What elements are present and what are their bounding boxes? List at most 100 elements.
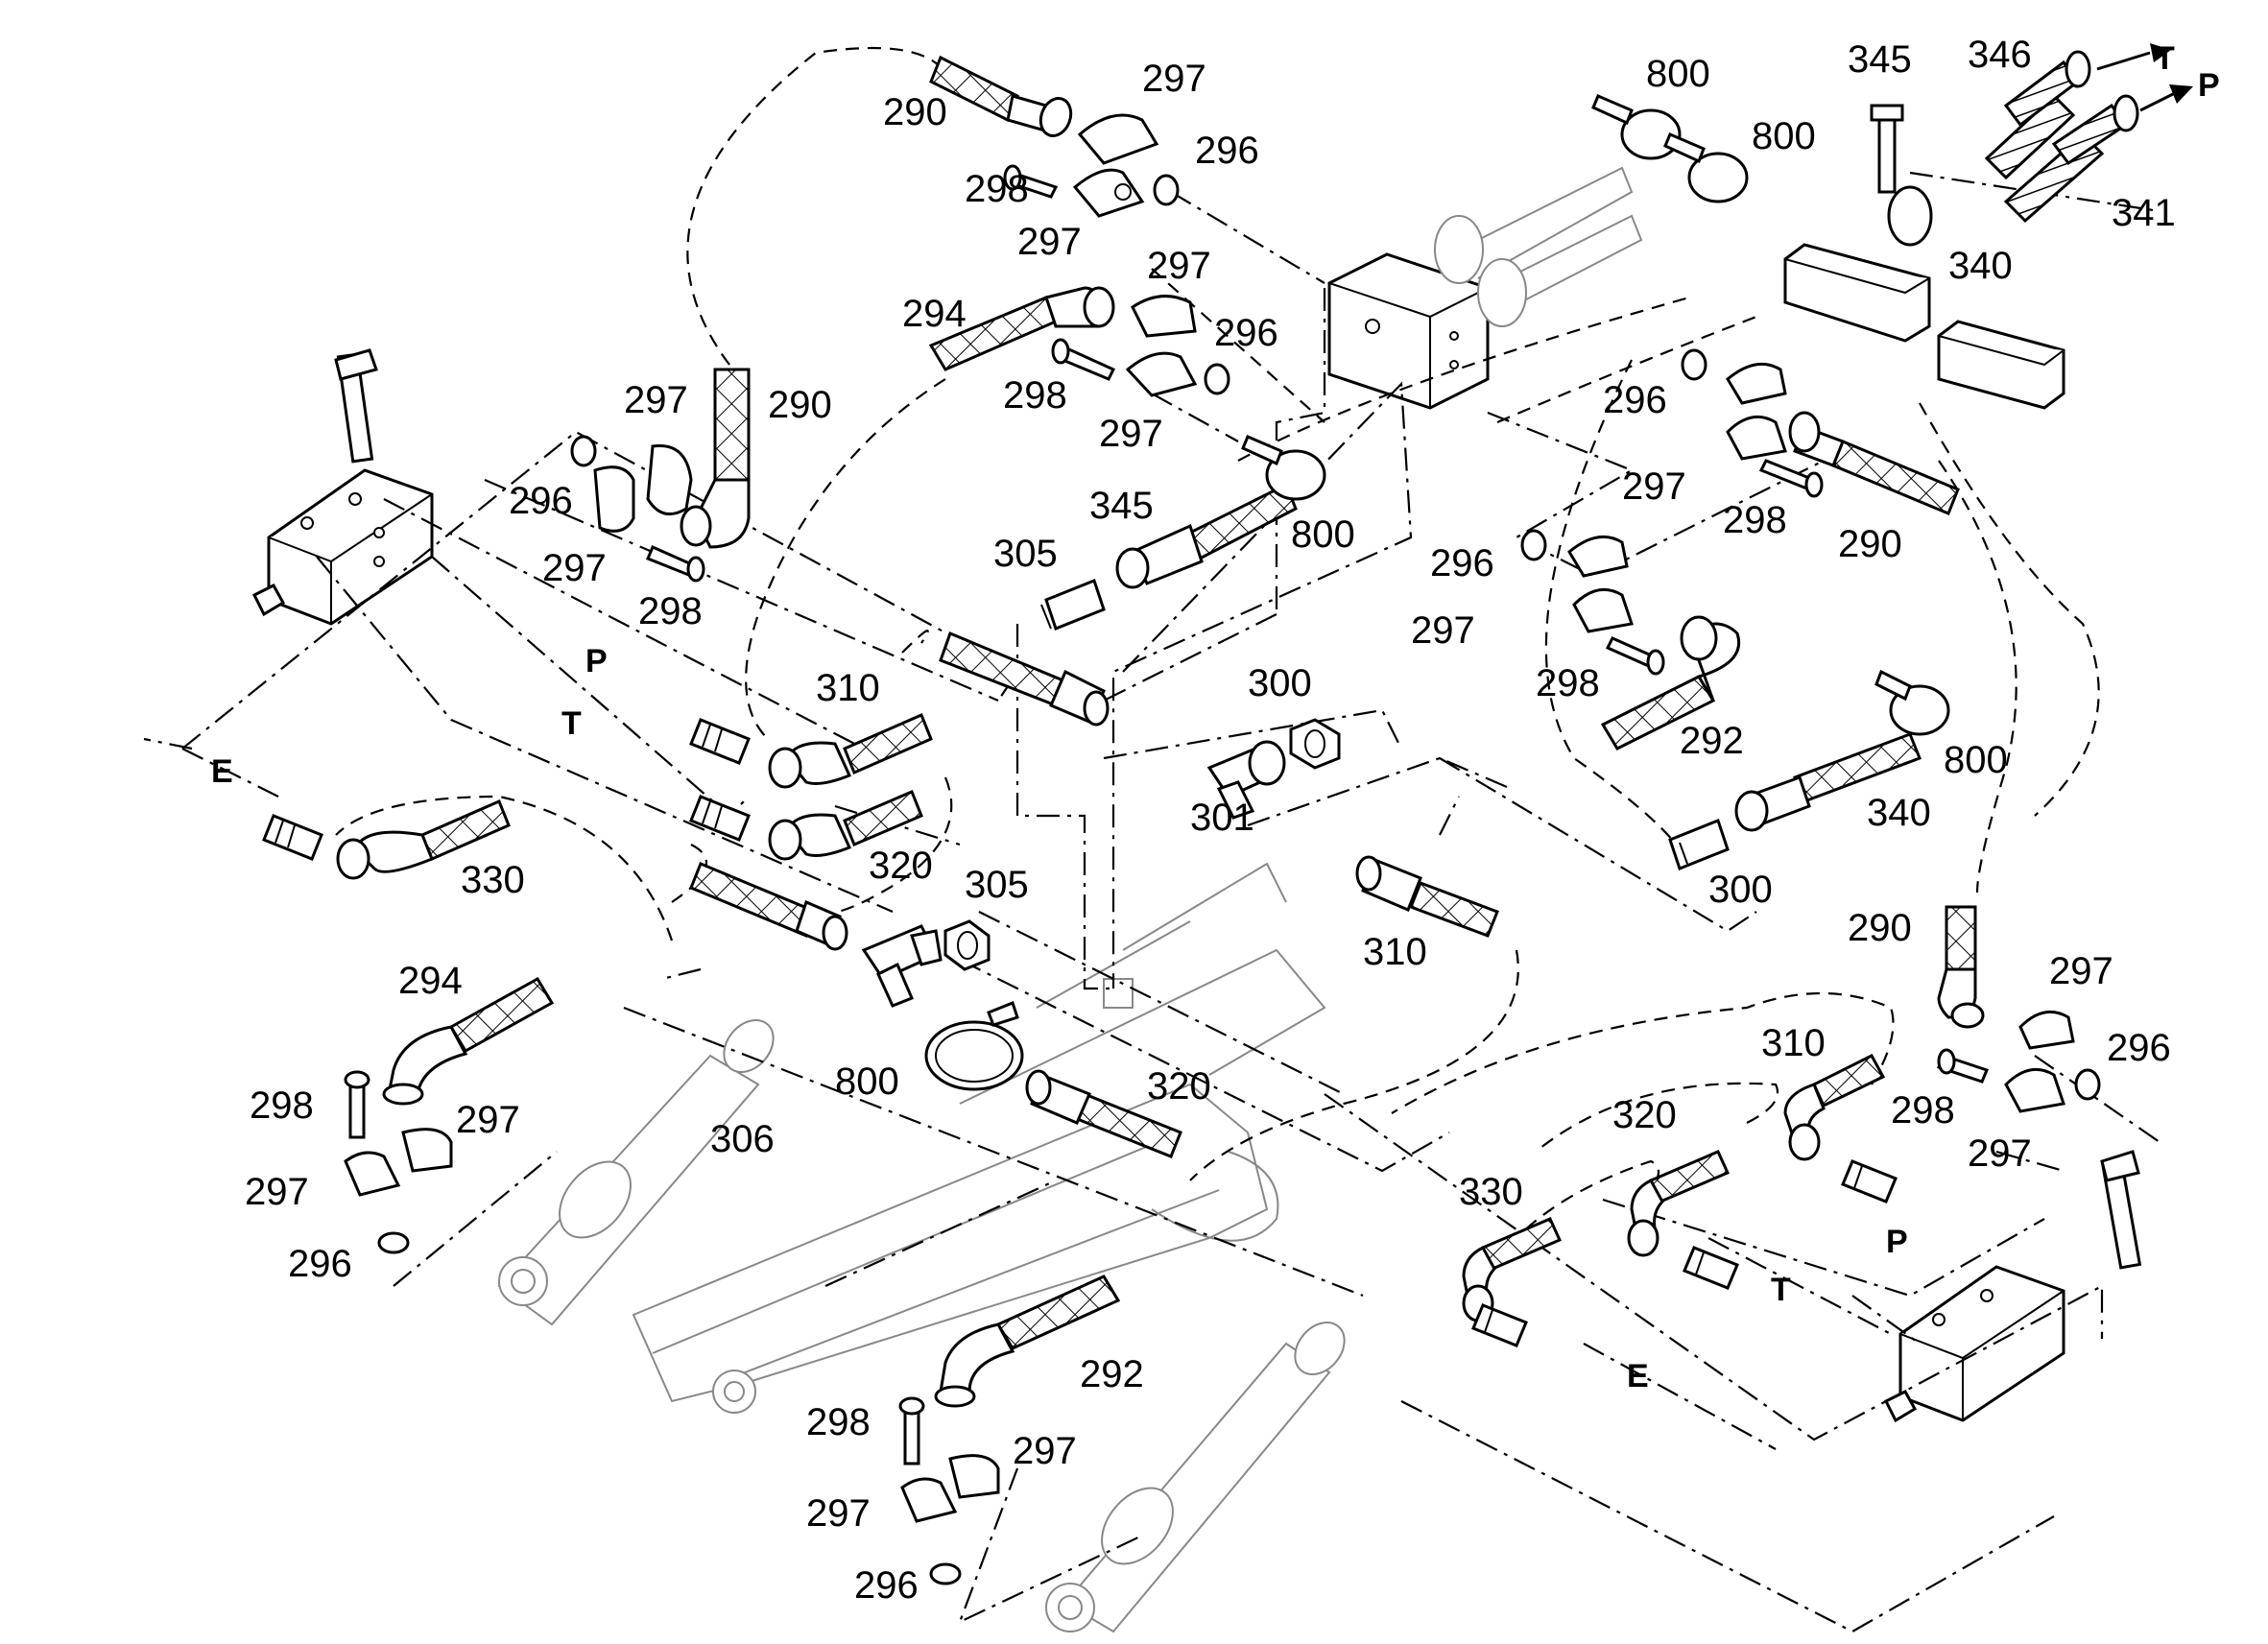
hydraulic-cylinder-right-ghost — [1045, 1322, 1346, 1633]
flange-halves-297-left — [593, 443, 693, 533]
adapter-E-left — [262, 814, 323, 861]
hose-290-top — [929, 55, 1073, 137]
hose-310-right — [1783, 1054, 1886, 1161]
label-330: 330 — [461, 859, 525, 901]
port-labels: P T E P T E T P — [211, 40, 2220, 1394]
screw-298-right-lower — [1936, 1048, 1990, 1084]
label-290: 290 — [1848, 907, 1912, 949]
hose-290-vertical — [680, 368, 751, 549]
label-297: 297 — [1142, 58, 1206, 100]
hose-290-right-upper — [1788, 411, 1960, 515]
label-330: 330 — [1459, 1171, 1523, 1213]
label-340: 340 — [1867, 792, 1931, 834]
label-297: 297 — [2049, 950, 2113, 992]
hose-320-centre — [1025, 1069, 1182, 1158]
flange-halves-297-right-upper — [1726, 362, 1787, 461]
label-800: 800 — [1291, 513, 1355, 556]
cable-tie-800-centre — [924, 1001, 1024, 1091]
label-T-left: T — [561, 705, 582, 742]
o-ring-296-right-upper — [1681, 348, 1707, 381]
label-310: 310 — [1363, 931, 1427, 973]
valve-block-left — [251, 348, 434, 626]
hose-345 — [1115, 482, 1298, 589]
label-300: 300 — [1248, 662, 1312, 704]
label-296: 296 — [2107, 1027, 2171, 1069]
adapter-E-right — [1471, 1303, 1528, 1347]
hose-294-lower — [382, 976, 555, 1106]
hose-294-upper — [928, 286, 1115, 371]
hose-330-right — [1462, 1217, 1562, 1322]
hose-310-centre — [1355, 855, 1499, 938]
hose-320-left — [768, 790, 923, 861]
label-T-arrow: T — [2155, 40, 2175, 77]
screw-298-right-upper — [1758, 459, 1824, 498]
label-297: 297 — [1968, 1132, 2032, 1175]
label-297: 297 — [624, 379, 688, 421]
flange-hoses-ghost — [1434, 166, 1643, 327]
label-296: 296 — [1195, 130, 1259, 172]
part-labels: 290 297 296 298 297 297 294 296 298 297 … — [245, 34, 2176, 1607]
o-ring-296-right-lower — [2074, 1068, 2101, 1101]
label-301: 301 — [1190, 797, 1254, 839]
label-297: 297 — [1622, 465, 1686, 508]
cable-tie-800-right-mid — [1874, 669, 1950, 736]
label-297: 297 — [1147, 245, 1211, 287]
connection-lines — [143, 46, 2161, 1633]
label-294: 294 — [902, 293, 967, 335]
screw-298-lower-centre — [898, 1396, 925, 1465]
label-298: 298 — [806, 1401, 871, 1443]
label-296: 296 — [1430, 542, 1494, 584]
label-290: 290 — [768, 384, 832, 426]
label-294: 294 — [398, 960, 463, 1002]
label-298: 298 — [1003, 374, 1067, 417]
label-290: 290 — [1838, 523, 1902, 565]
screw-298-upper — [1051, 338, 1116, 381]
label-296: 296 — [1214, 312, 1278, 354]
nut-300-centre — [1289, 718, 1341, 770]
hose-292-lower — [934, 1275, 1121, 1408]
label-300: 300 — [1708, 869, 1773, 911]
label-297: 297 — [1099, 413, 1163, 455]
label-292: 292 — [1080, 1353, 1144, 1395]
label-800: 800 — [835, 1060, 899, 1103]
hose-292-right — [1600, 615, 1740, 751]
screw-298-top — [1003, 164, 1059, 199]
label-296: 296 — [509, 480, 573, 522]
label-E-left: E — [211, 753, 233, 790]
label-320: 320 — [1147, 1065, 1211, 1108]
screw-298-lower-left — [344, 1070, 370, 1139]
label-346: 346 — [1968, 34, 2032, 76]
flange-halves-297-lower-centre — [900, 1454, 1000, 1523]
spring-341 — [2051, 94, 2139, 166]
hydraulic-cylinder-left-ghost — [497, 1019, 775, 1326]
flange-halves-297-top — [1072, 113, 1159, 218]
label-297: 297 — [1017, 221, 1082, 263]
label-292: 292 — [1680, 720, 1744, 762]
label-800: 800 — [1944, 739, 2008, 781]
o-ring-296-left — [570, 435, 597, 467]
adapter-P-left — [689, 718, 751, 765]
spring-346 — [2003, 50, 2091, 128]
label-P-arrow: P — [2198, 67, 2220, 104]
cable-tie-800-top-1 — [1591, 94, 1682, 160]
label-800: 800 — [1646, 53, 1710, 95]
adapter-T-left — [689, 795, 751, 842]
boom-arm-ghost — [632, 862, 1326, 1414]
label-297: 297 — [1013, 1430, 1077, 1472]
flange-halves-297-right-lower — [2004, 1010, 2075, 1113]
screw-298-right-mid — [1605, 636, 1665, 676]
label-297: 297 — [456, 1099, 520, 1141]
label-310: 310 — [1761, 1022, 1826, 1064]
label-296: 296 — [854, 1564, 919, 1607]
hose-to-tee-306 — [689, 862, 848, 951]
hose-320-right — [1627, 1150, 1730, 1257]
label-298: 298 — [1891, 1089, 1955, 1132]
label-320: 320 — [1612, 1094, 1677, 1136]
label-306: 306 — [710, 1118, 775, 1160]
o-ring-296-upper — [1204, 363, 1230, 395]
label-297: 297 — [1411, 609, 1475, 652]
adapter-P-right — [1841, 1159, 1898, 1203]
tee-fitting-301 — [1206, 740, 1286, 820]
o-ring-296-lower-centre — [929, 1562, 962, 1585]
